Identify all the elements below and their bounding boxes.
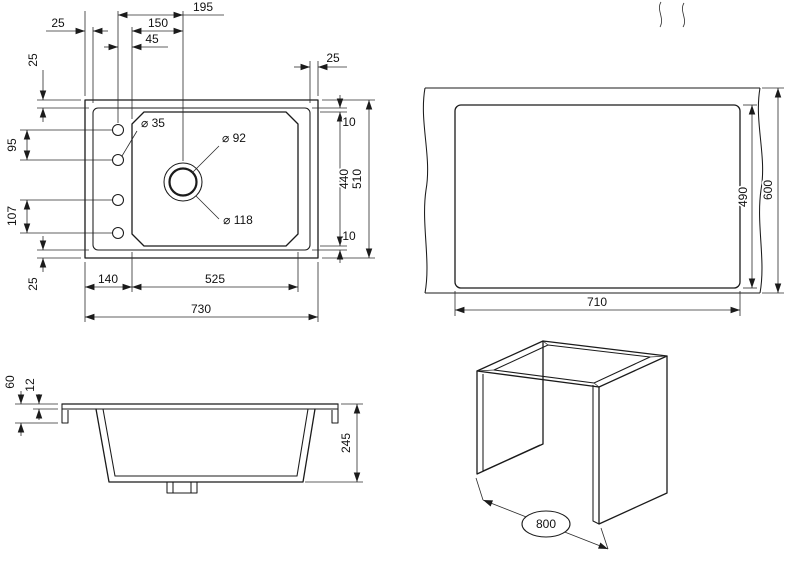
cabinet-view: 800 xyxy=(475,340,668,550)
drain-boss xyxy=(166,482,198,494)
side-outline xyxy=(61,403,339,494)
dim-label-800: 800 xyxy=(536,517,556,531)
plan-dimension-lines xyxy=(23,11,373,321)
dim-label-45: 45 xyxy=(145,32,159,46)
dim-label-710: 710 xyxy=(587,295,607,309)
dia-label-118: ⌀ 118 xyxy=(223,213,253,227)
dim-label-730: 730 xyxy=(191,302,211,316)
plan-view: 195 25 150 45 25 25 95 107 25 10 440 10 … xyxy=(3,0,375,322)
sink-outer-rect xyxy=(84,99,319,259)
cutout-dimension-lines xyxy=(455,88,782,314)
dia-label-35: ⌀ 35 xyxy=(141,116,165,130)
cabinet-right-panel-inner-edge xyxy=(592,385,600,525)
rim-right-lip xyxy=(331,404,339,424)
drain-outer-circle xyxy=(163,162,203,202)
side-dim-labels: 12 60 245 xyxy=(1,373,355,455)
leader-drain-inner-dia xyxy=(191,145,220,174)
dim-label-12: 12 xyxy=(23,378,37,392)
sink-bowl xyxy=(131,111,299,247)
cutout-dim-labels: 490 600 710 xyxy=(585,178,777,311)
plan-extension-lines xyxy=(20,11,375,322)
dim-label-440: 440 xyxy=(337,169,351,189)
dia-label-92: ⌀ 92 xyxy=(222,131,246,145)
cutout-extension-lines xyxy=(454,87,784,316)
plan-outline xyxy=(84,99,319,259)
cutout-view: 490 600 710 xyxy=(422,1,784,316)
cutout-rect xyxy=(454,104,741,289)
dim-label-140: 140 xyxy=(98,272,118,286)
dim-label-10-top: 10 xyxy=(342,115,356,129)
dim-label-195: 195 xyxy=(193,0,213,14)
faucet-hole-3 xyxy=(111,193,125,207)
bowl-profile-inner xyxy=(102,408,309,477)
break-line-left xyxy=(422,87,429,294)
cabinet-frame-corner-ties xyxy=(476,340,668,388)
dim-label-25-left-top: 25 xyxy=(26,53,40,67)
countertop-outline xyxy=(422,87,764,294)
leader-hole-dia xyxy=(121,130,138,157)
cabinet-outline xyxy=(476,340,668,525)
plan-dim-labels: 195 25 150 45 25 25 95 107 25 10 440 10 … xyxy=(3,0,366,318)
dim-ellipse-800 xyxy=(521,510,571,538)
drain-inner-circle xyxy=(168,167,198,197)
faucet-hole-4 xyxy=(111,226,125,240)
dim-label-525: 525 xyxy=(205,272,225,286)
rim-left-lip xyxy=(61,404,69,424)
side-view: 12 60 245 xyxy=(1,373,363,494)
bowl-profile-outer xyxy=(95,408,316,483)
side-dimension-lines xyxy=(17,391,361,482)
dim-label-600: 600 xyxy=(761,180,775,200)
faucet-hole-1 xyxy=(111,123,125,137)
dim-label-10-bottom: 10 xyxy=(342,229,356,243)
dim-label-245: 245 xyxy=(339,433,353,453)
dim-label-60: 60 xyxy=(3,375,17,389)
crop-break-marks xyxy=(659,1,685,28)
cabinet-left-panel xyxy=(476,340,544,475)
cabinet-right-panel xyxy=(598,355,668,525)
cabinet-left-panel-inner-edge xyxy=(482,374,541,472)
dim-label-150: 150 xyxy=(148,16,168,30)
dim-label-25-top-right: 25 xyxy=(326,51,340,65)
faucet-hole-2 xyxy=(111,153,125,167)
leader-drain-outer-dia xyxy=(195,195,220,220)
dim-label-95: 95 xyxy=(5,138,19,152)
dim-label-490: 490 xyxy=(736,187,750,207)
dim-label-25-top-left: 25 xyxy=(51,16,65,30)
side-extension-lines xyxy=(15,403,363,483)
dim-label-25-left-bottom: 25 xyxy=(26,277,40,291)
dim-label-107: 107 xyxy=(5,206,19,226)
dim-label-510: 510 xyxy=(350,169,364,189)
sink-rim-inner-rect xyxy=(92,107,311,251)
break-line-right xyxy=(757,87,764,294)
